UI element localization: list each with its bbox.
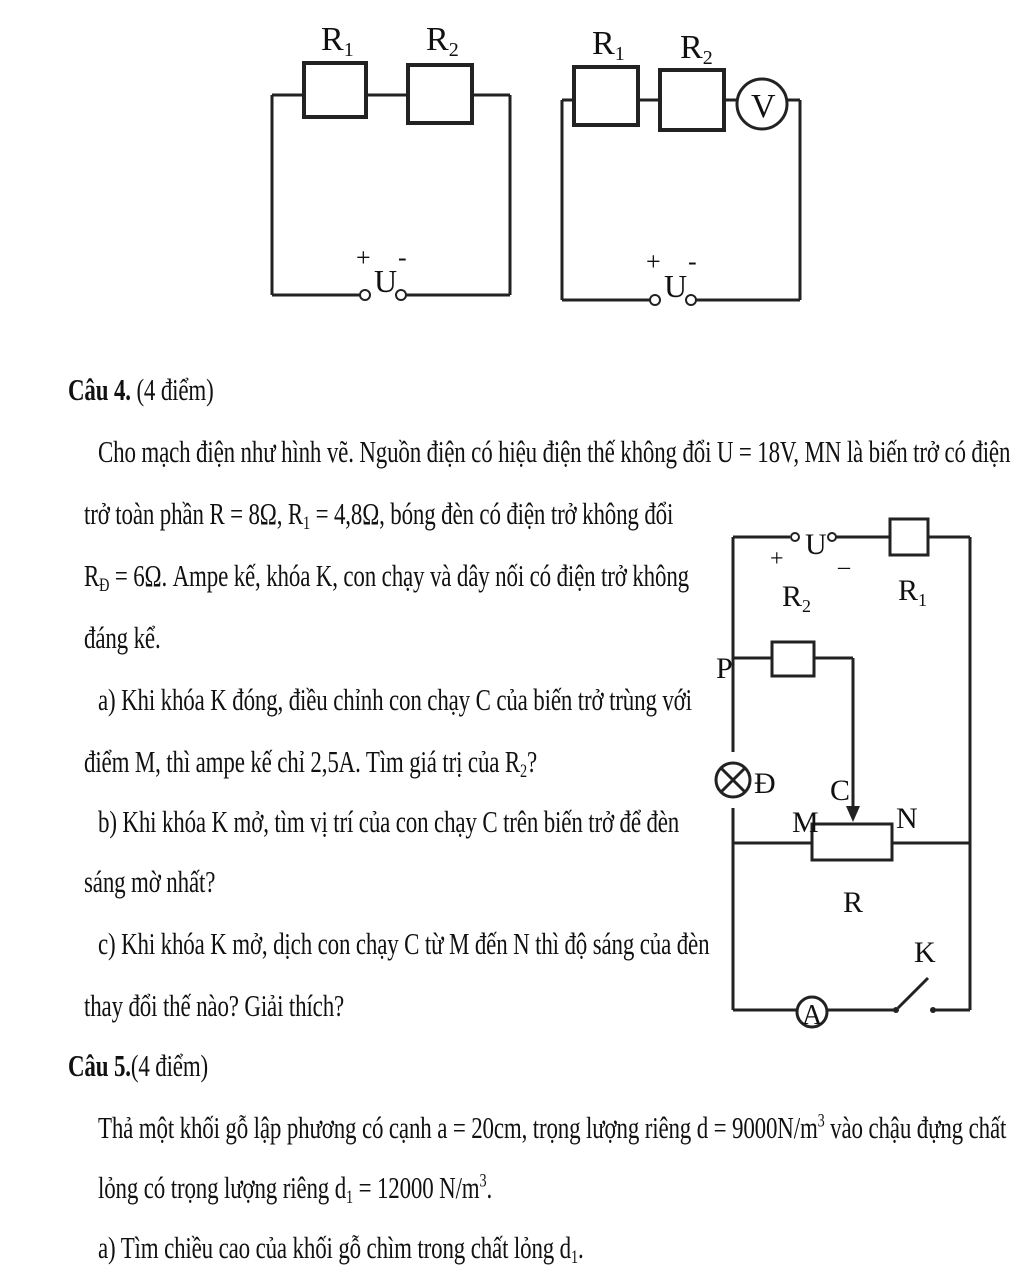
- resistor-r1: [302, 61, 368, 119]
- resistor-r2-fig3: [770, 640, 816, 678]
- q4-line10: thay đổi thế nào? Giải thích?: [84, 988, 345, 1023]
- ammeter: [795, 995, 829, 1029]
- circuit-diagram-1: R1 R2 + U - V R1 R2 + U -: [270, 21, 802, 306]
- ammeter-label: A: [802, 1000, 823, 1031]
- slider-c-arrow: [846, 806, 860, 822]
- q4-line6: điểm M, thì ampe kế chỉ 2,5A. Tìm giá tr…: [84, 744, 538, 782]
- terminal-negative: [395, 289, 407, 301]
- resistor-r1-fig3: [888, 517, 930, 557]
- label-r1-fig2: R1: [592, 25, 625, 65]
- terminal-positive-fig2: [649, 294, 661, 306]
- label-plus-fig2: +: [646, 247, 661, 276]
- q4-line4: đáng kể.: [84, 620, 161, 655]
- q5-line1: Thả một khối gỗ lập phương có cạnh a = 2…: [98, 1110, 1007, 1145]
- q4-title: Câu 4. (4 điểm): [68, 370, 214, 410]
- label-lamp: Đ: [754, 767, 776, 800]
- q4-points: (4 điểm): [130, 372, 214, 407]
- resistor-r2: [406, 63, 474, 125]
- label-n: N: [896, 802, 918, 835]
- resistor-r1-fig2: [572, 65, 640, 127]
- q4-line7: b) Khi khóa K mở, tìm vị trí của con chạ…: [98, 804, 680, 839]
- q4-line8: sáng mờ nhất?: [84, 864, 216, 899]
- label-k: K: [914, 936, 936, 969]
- q5-line3: a) Tìm chiều cao của khối gỗ chìm trong …: [98, 1230, 584, 1268]
- voltmeter-label: V: [751, 88, 776, 125]
- q4-line3: RĐ = 6Ω. Ampe kế, khóa K, con chạy và dâ…: [84, 558, 689, 596]
- label-plus-fig3: +: [770, 546, 784, 572]
- q5-points: (4 điểm): [130, 1048, 209, 1083]
- q4-heading: Câu 4.: [68, 372, 131, 407]
- q5-line2: lỏng có trọng lượng riêng d1 = 12000 N/m…: [98, 1170, 493, 1208]
- switch-k-contact-left: [893, 1007, 899, 1013]
- terminal-positive: [359, 289, 371, 301]
- q5-heading: Câu 5.: [68, 1048, 131, 1083]
- label-plus: +: [356, 243, 371, 272]
- label-c: C: [830, 774, 850, 807]
- rheostat-mn: [810, 822, 894, 862]
- label-r2: R2: [426, 21, 459, 61]
- voltmeter: [735, 77, 789, 131]
- label-m: M: [792, 806, 819, 839]
- q4-line1: Cho mạch điện như hình vẽ. Nguồn điện có…: [98, 434, 1011, 469]
- label-r2-fig2: R2: [680, 29, 713, 69]
- label-u-fig3: U: [805, 528, 827, 561]
- label-r1: R1: [321, 21, 354, 61]
- label-r1-fig3: R1: [898, 574, 927, 610]
- terminal-positive-fig3: [790, 532, 800, 542]
- q4-line5: a) Khi khóa K đóng, điều chỉnh con chạy …: [98, 682, 692, 717]
- label-u-fig2: U: [664, 268, 687, 304]
- terminal-negative-fig2: [685, 294, 697, 306]
- terminal-negative-fig3: [827, 532, 837, 542]
- label-minus: -: [398, 243, 407, 272]
- label-minus-fig3: _: [837, 546, 851, 572]
- label-minus-fig2: -: [688, 247, 697, 276]
- q5-title: Câu 5.(4 điểm): [68, 1046, 208, 1086]
- label-p: P: [716, 652, 733, 685]
- q4-line2: trở toàn phần R = 8Ω, R1 = 4,8Ω, bóng đè…: [84, 496, 674, 534]
- label-r2-fig3: R2: [782, 580, 811, 616]
- q4-line9: c) Khi khóa K mở, dịch con chạy C từ M đ…: [98, 926, 710, 961]
- circuit-diagram-3: + U _ R1 R2 P C Đ M N R A K: [714, 517, 972, 1031]
- label-u: U: [374, 263, 397, 299]
- resistor-r2-fig2: [658, 68, 726, 132]
- label-r: R: [843, 886, 863, 919]
- switch-k-contact-right: [930, 1007, 936, 1013]
